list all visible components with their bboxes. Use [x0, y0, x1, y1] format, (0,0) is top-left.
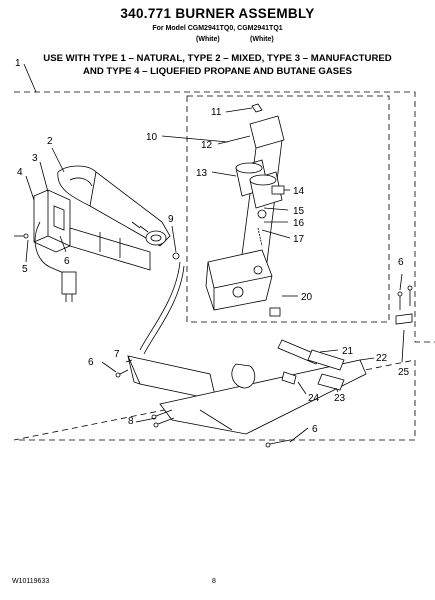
- model-color-2: (White): [250, 36, 274, 43]
- callout-6d: 6: [312, 424, 318, 435]
- callout-10: 10: [146, 132, 158, 143]
- page-number: 8: [212, 578, 216, 585]
- callout-3: 3: [32, 153, 38, 164]
- burner-base: [127, 355, 367, 435]
- callout-21: 21: [342, 346, 354, 357]
- callout-13: 13: [196, 168, 208, 179]
- callout-9: 9: [168, 214, 174, 225]
- model-numbers: For Model CGM2941TQ0, CGM2941TQ1: [152, 25, 283, 32]
- sensor-bracket: [69, 227, 151, 271]
- igniter-wire: [34, 221, 77, 302]
- document-number: W10119633: [12, 578, 50, 585]
- callout-14: 14: [293, 186, 305, 197]
- igniter-bracket: [33, 189, 71, 253]
- callout-20: 20: [301, 292, 313, 303]
- callout-12: 12: [201, 140, 213, 151]
- callout-23: 23: [334, 393, 346, 404]
- callout-4: 4: [17, 167, 23, 178]
- callout-17: 17: [293, 234, 305, 245]
- callout-11: 11: [211, 107, 222, 118]
- callout-6a: 6: [64, 256, 70, 267]
- callout-6c: 6: [88, 357, 94, 368]
- valve-wire-harness: [139, 261, 185, 355]
- mounting-screws: [14, 233, 413, 448]
- page-title: 340.771 BURNER ASSEMBLY: [120, 6, 315, 21]
- usage-note-line-2: AND TYPE 4 – LIQUEFIED PROPANE AND BUTAN…: [82, 66, 352, 77]
- callout-15: 15: [293, 206, 305, 217]
- leader-lines: [23, 63, 405, 443]
- orifice-fittings: [277, 339, 345, 391]
- callout-25: 25: [398, 367, 410, 378]
- assembly-boundary: [13, 91, 435, 441]
- callout-5: 5: [22, 264, 28, 275]
- callout-8: 8: [128, 416, 134, 427]
- callout-24: 24: [308, 393, 320, 404]
- valve-subassembly-boundary: [186, 95, 390, 323]
- callout-22: 22: [376, 353, 388, 364]
- callout-7: 7: [114, 349, 120, 360]
- usage-note-line-1: USE WITH TYPE 1 – NATURAL, TYPE 2 – MIXE…: [43, 53, 392, 64]
- callout-1: 1: [15, 58, 21, 69]
- callout-2: 2: [47, 136, 53, 147]
- callout-6b: 6: [398, 257, 404, 268]
- model-color-1: (White): [196, 36, 220, 43]
- callout-16: 16: [293, 218, 305, 229]
- gas-valve-body: [205, 249, 281, 317]
- gas-valve-coils: [235, 103, 285, 271]
- burner-tube: [57, 165, 171, 247]
